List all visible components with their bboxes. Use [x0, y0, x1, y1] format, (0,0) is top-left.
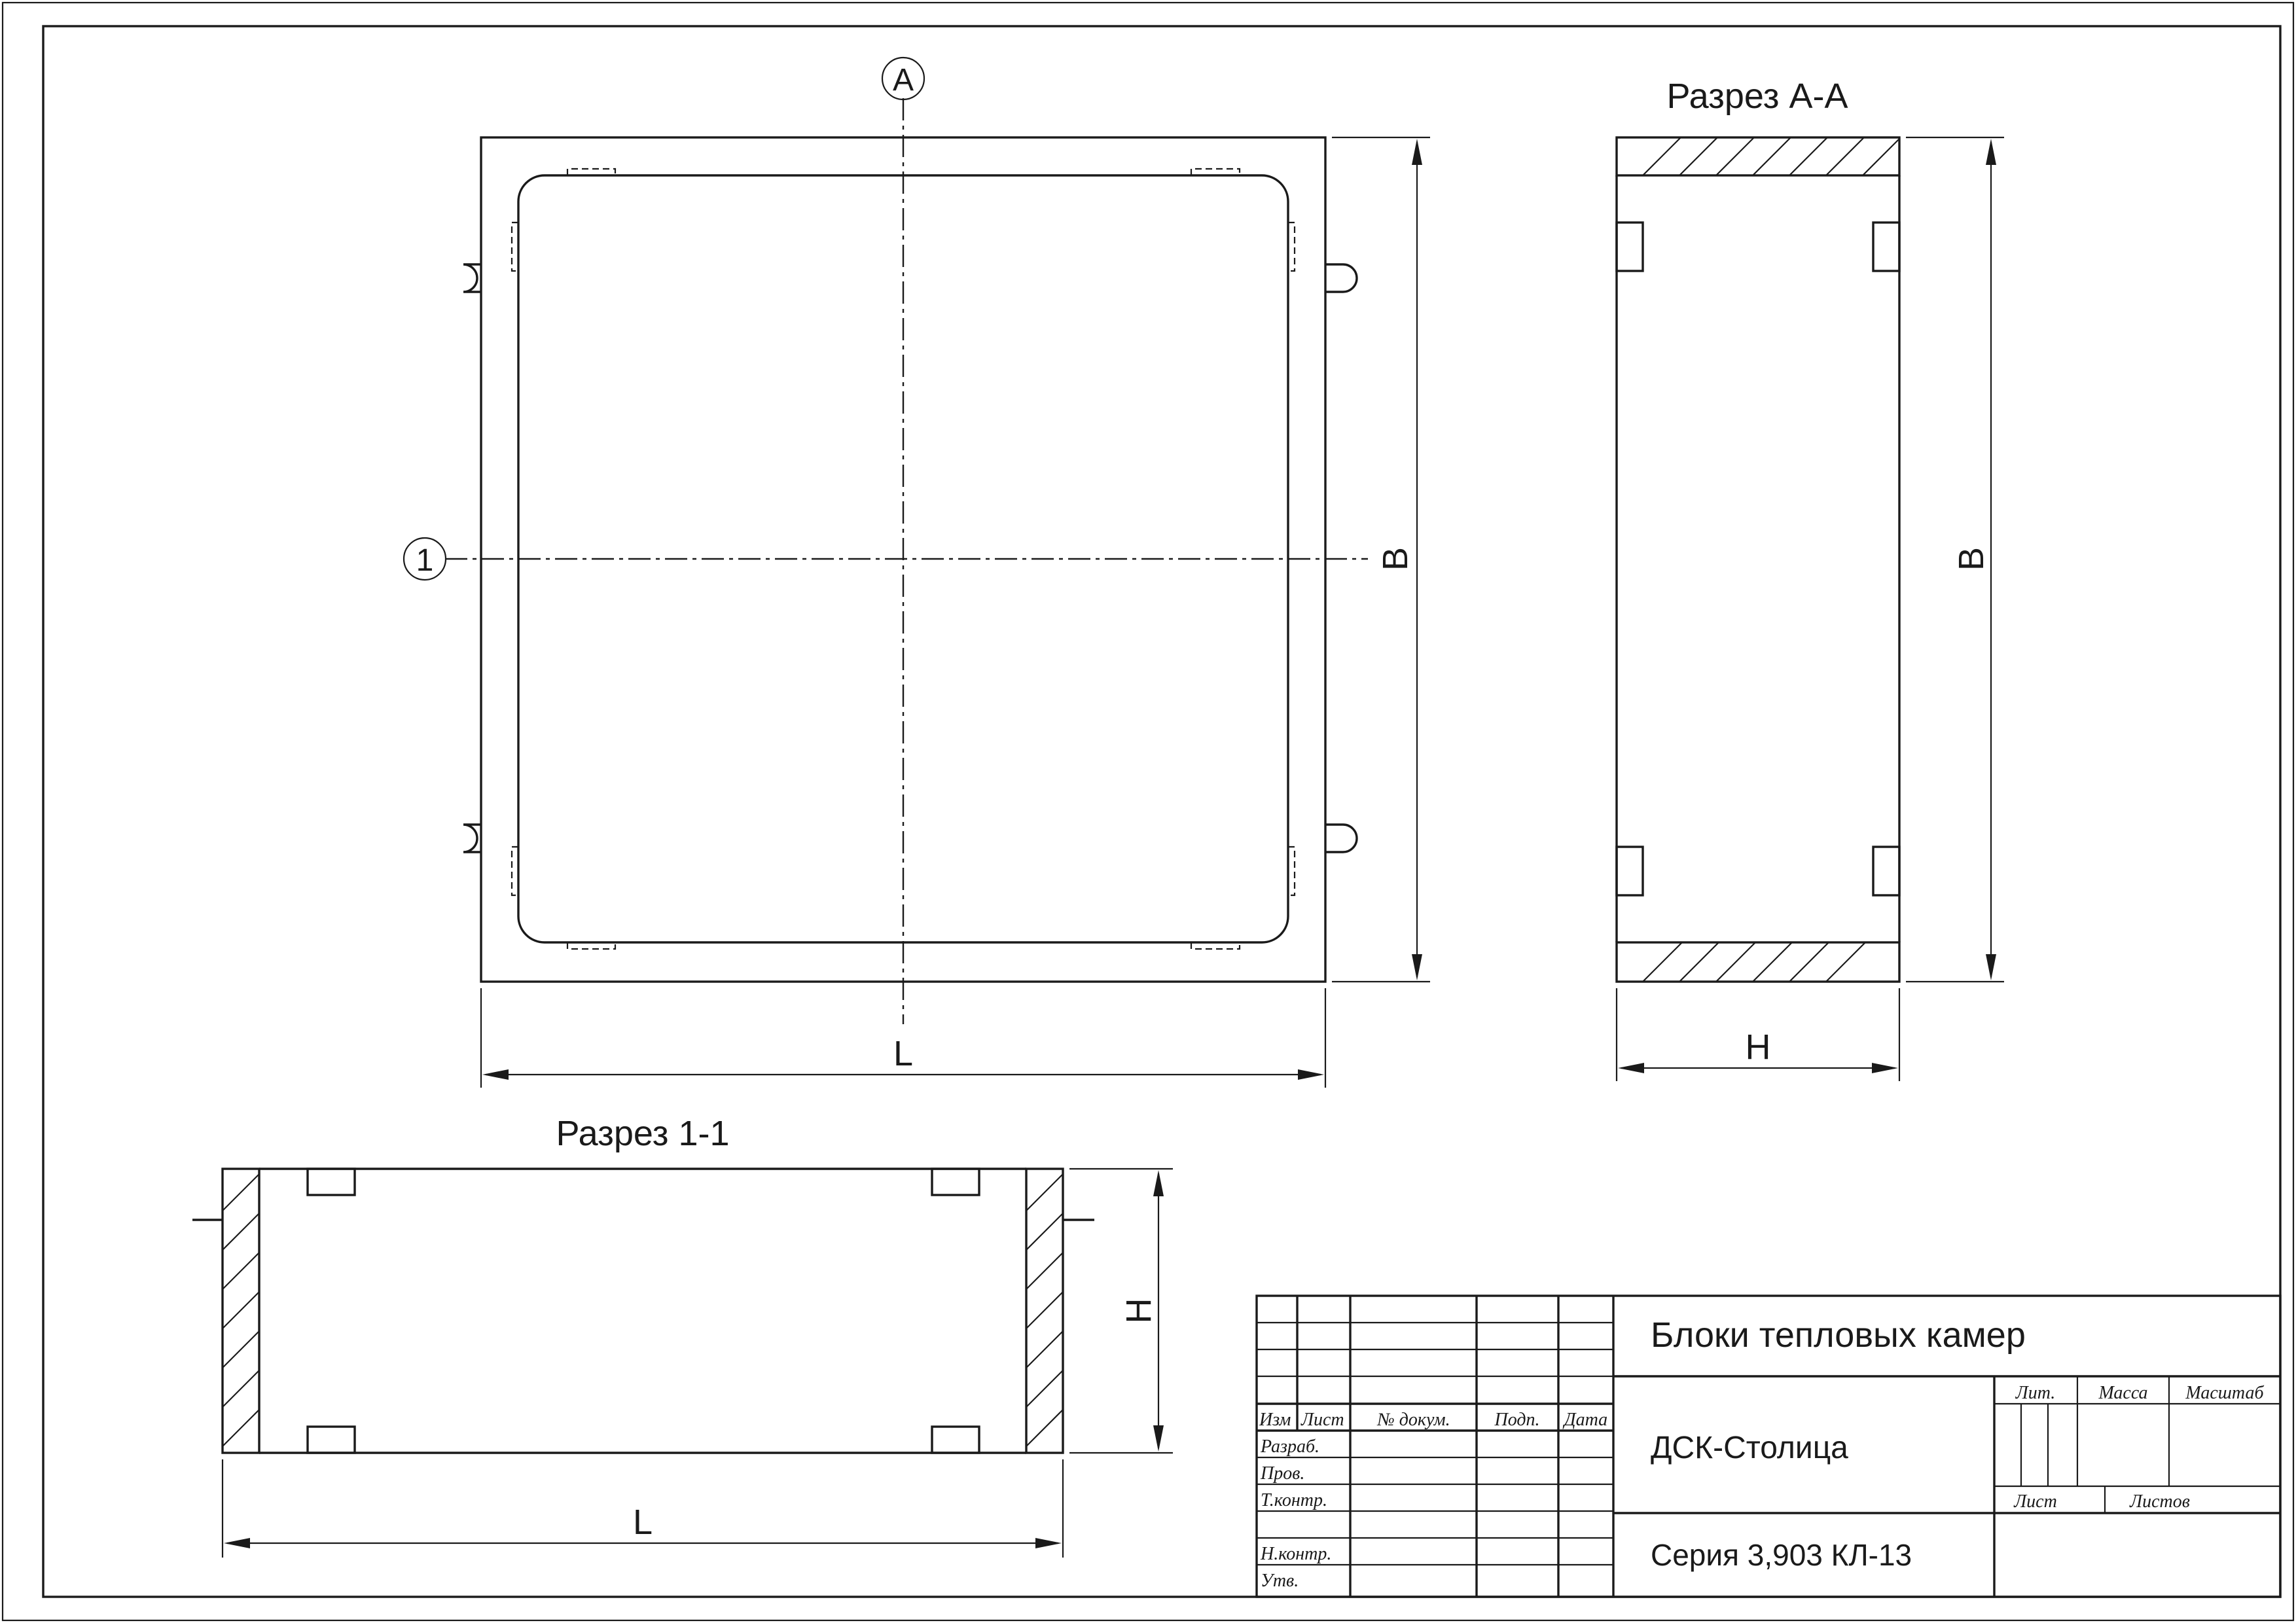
- hidden-embedded-parts: [511, 168, 1296, 950]
- hatch-left-wall: [223, 1173, 259, 1447]
- embedded-part: [1872, 846, 1901, 897]
- svg-text:B: B: [1376, 547, 1415, 571]
- hatch-top-slab: [1642, 137, 1899, 175]
- axis-a-marker-circle: [881, 56, 925, 101]
- row-razrab: Разраб.: [1260, 1436, 1319, 1457]
- mass-header: Масса: [2098, 1383, 2147, 1403]
- col-sign: Подп.: [1494, 1410, 1539, 1430]
- col-date: Дата: [1562, 1410, 1607, 1430]
- dimension-l-plan: L: [480, 988, 1327, 1088]
- embedded-part: [931, 1425, 980, 1454]
- sheets-header: Листов: [2129, 1491, 2190, 1512]
- svg-text:H: H: [1746, 1027, 1771, 1067]
- lifting-loop: [463, 823, 481, 853]
- dimension-b-section-aa: B: [1906, 136, 2004, 983]
- col-izm: Изм: [1259, 1410, 1291, 1430]
- svg-text:L: L: [633, 1503, 653, 1542]
- svg-text:H: H: [1119, 1298, 1158, 1324]
- lifting-loop: [1325, 263, 1358, 293]
- axis-1-marker-label: 1: [416, 543, 434, 578]
- document-name: Блоки тепловых камер: [1651, 1315, 2026, 1355]
- title-block: Изм Лист № докум. Подп. Дата Разраб. Про…: [1255, 1294, 2282, 1598]
- lifting-loop: [1325, 823, 1358, 853]
- axis-a-marker-label: A: [893, 63, 914, 98]
- row-prov: Пров.: [1260, 1463, 1304, 1484]
- embedded-part: [1615, 221, 1644, 272]
- section-11-title: Разрез 1-1: [556, 1114, 729, 1153]
- section-aa-title: Разрез А-А: [1666, 77, 1848, 116]
- row-utv: Утв.: [1261, 1571, 1299, 1591]
- section-aa-bottom-slab: [1615, 941, 1901, 983]
- section-11-left-wall: [221, 1168, 260, 1454]
- embedded-part: [1615, 846, 1644, 897]
- hatch-bottom-slab: [1642, 942, 1866, 982]
- sheet-header: Лист: [2013, 1491, 2057, 1512]
- col-list: Лист: [1300, 1410, 1344, 1430]
- embedded-part: [1872, 221, 1901, 272]
- svg-text:B: B: [1952, 547, 1991, 571]
- drawing-frame: [42, 25, 2282, 1598]
- series-name: Серия 3,903 КЛ-13: [1651, 1538, 1912, 1572]
- lifting-loop: [463, 263, 481, 293]
- dimension-h-section-11: H: [1069, 1168, 1173, 1454]
- row-nkontr: Н.контр.: [1260, 1544, 1331, 1564]
- organization-name: ДСК-Столица: [1651, 1431, 1848, 1465]
- embedded-part: [306, 1168, 356, 1196]
- col-doc: № докум.: [1376, 1410, 1450, 1430]
- plan-view: A 1 L B: [403, 56, 1430, 1088]
- axis-1-marker-circle: [403, 537, 447, 581]
- embedded-part: [931, 1168, 980, 1196]
- section-11: Разрез 1-1: [192, 1114, 1173, 1558]
- dimension-b-plan: B: [1332, 136, 1430, 983]
- section-11-right-wall: [1025, 1168, 1064, 1454]
- svg-text:L: L: [893, 1034, 913, 1073]
- lit-header: Лит.: [2015, 1383, 2056, 1403]
- hatch-right-wall: [1026, 1173, 1063, 1447]
- section-aa: Разрез А-А H: [1615, 77, 2004, 1081]
- dimension-h-section-aa: H: [1615, 988, 1901, 1081]
- embedded-part: [306, 1425, 356, 1454]
- section-aa-top-slab: [1615, 136, 1901, 177]
- row-tkontr: Т.контр.: [1261, 1490, 1327, 1510]
- scale-header: Масштаб: [2185, 1383, 2264, 1403]
- dimension-l-section-11: L: [221, 1459, 1064, 1558]
